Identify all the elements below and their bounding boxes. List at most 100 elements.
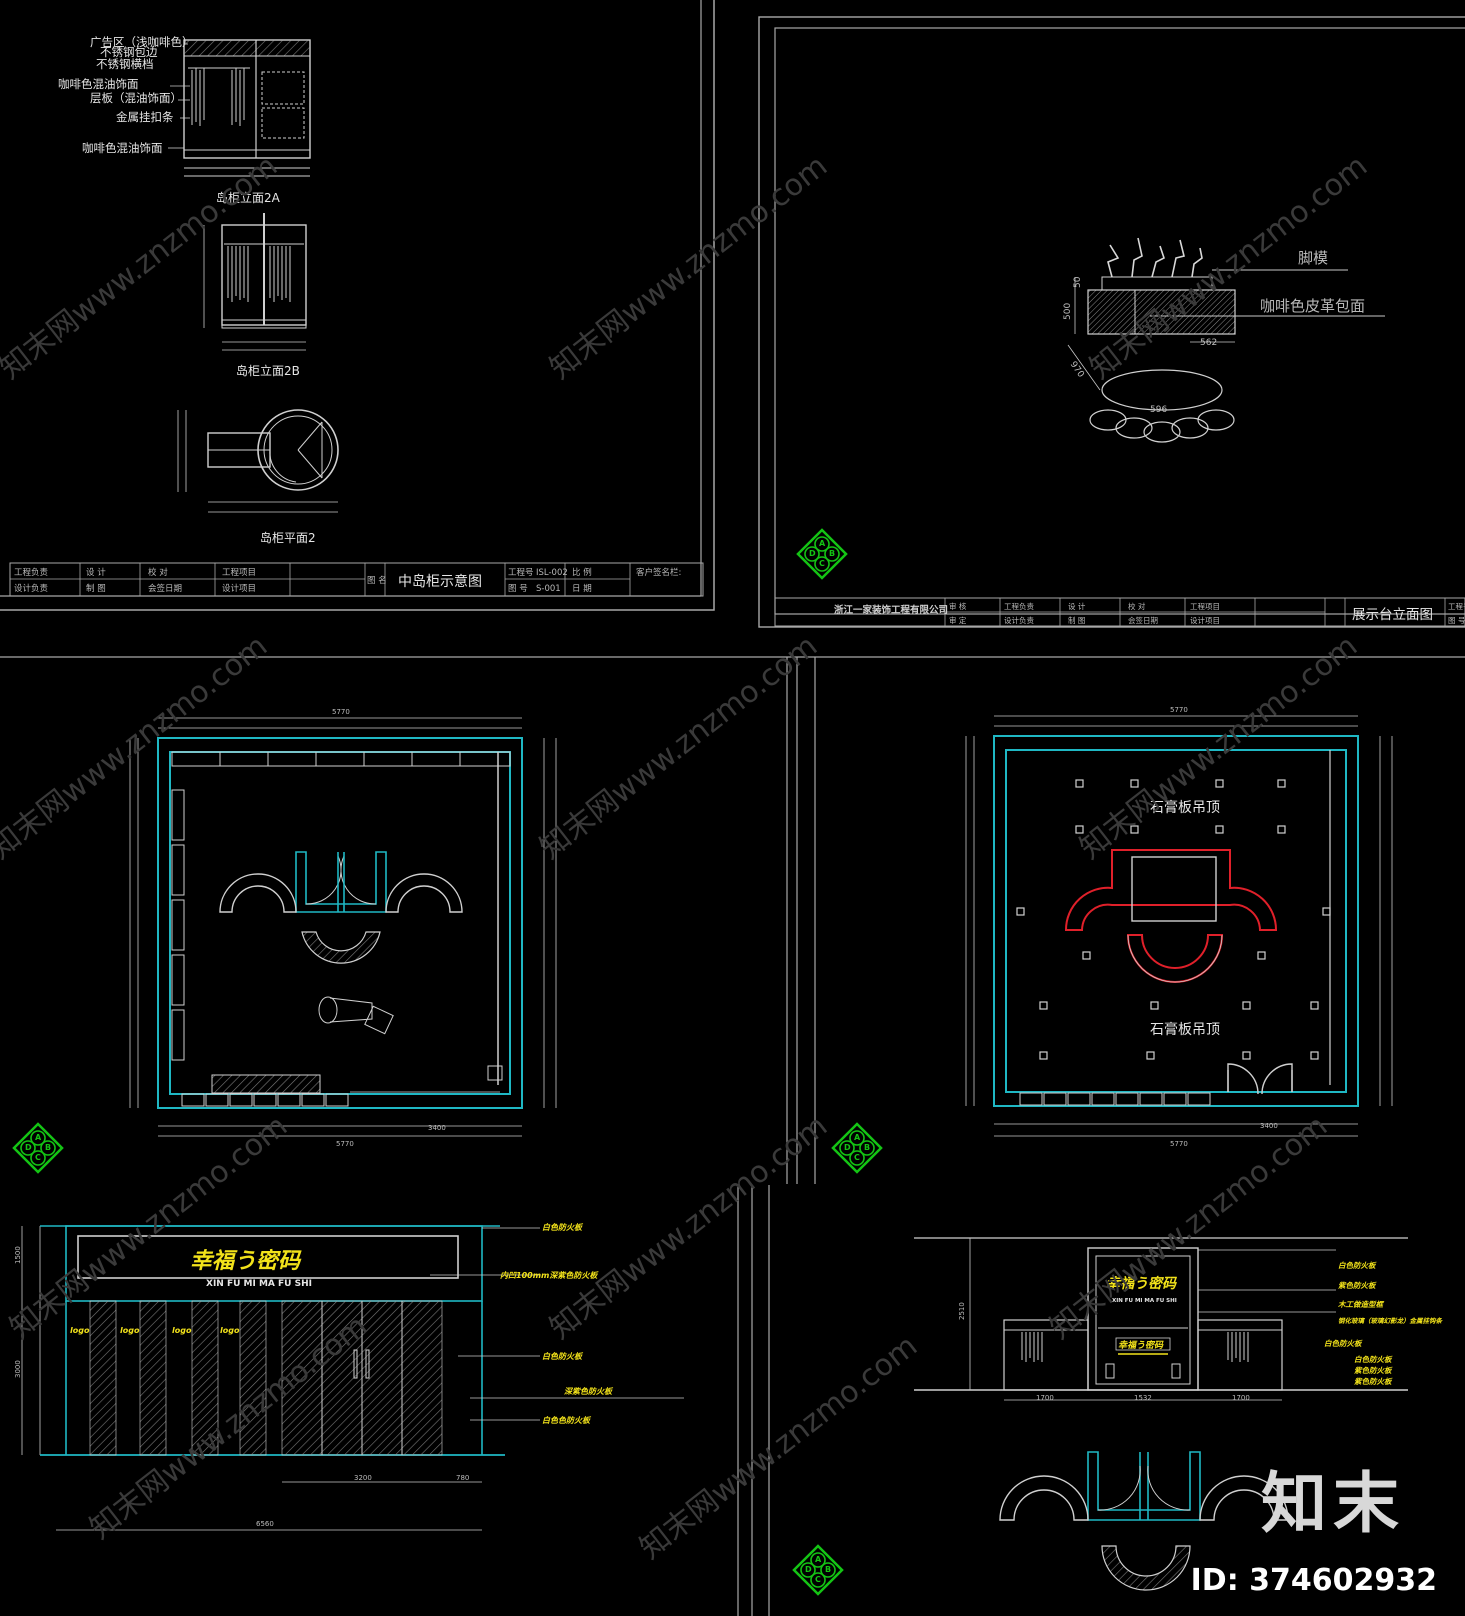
sign6-brand-cn: 幸福う密码	[1106, 1275, 1178, 1292]
tb2-cell-9: 设计项目	[1190, 615, 1220, 625]
badge-letter: D	[805, 1565, 812, 1574]
badge-letter: B	[45, 1143, 51, 1152]
badge-letter: C	[819, 559, 825, 568]
badge-letter: A	[819, 539, 826, 548]
tb1-cell-11: 比 例	[572, 567, 592, 578]
downlight-grid	[1016, 779, 1331, 1060]
ceiling-label-top: 石膏板吊顶	[1150, 799, 1220, 816]
badge-letter: A	[815, 1555, 822, 1564]
callout-5-4: 白色色防火板	[542, 1416, 592, 1425]
badge-letter: B	[825, 1565, 831, 1574]
watermark-11: 知末网www.znzmo.com	[633, 1328, 924, 1566]
tb1-cell-4: 设计负责	[14, 583, 49, 594]
callout-5-0: 白色防火板	[542, 1223, 584, 1232]
label-metal-hook: 金属挂扣条	[116, 110, 174, 124]
label-shelf: 层板（混油饰面）	[90, 91, 182, 105]
callout-5-3: 深紫色防火板	[564, 1387, 614, 1396]
door-swing	[1227, 1063, 1293, 1095]
sign6-brand-pinyin: XIN FU MI MA FU SHI	[1112, 1298, 1177, 1304]
caption-2a: 岛柜立面2A	[216, 190, 281, 205]
dim-5-780: 780	[456, 1474, 469, 1482]
sign-brand-pinyin: XIN FU MI MA FU SHI	[206, 1279, 312, 1289]
company-name: 浙江一家装饰工程有限公司	[834, 604, 948, 616]
logo-1: logo	[70, 1326, 90, 1335]
callout-6-7: 紫色防火板	[1354, 1377, 1393, 1386]
elevation-2a-labels: 广告区（浅咖啡色） 不锈钢包边 不锈钢横档 咖啡色混油饰面 层板（混油饰面） 金…	[58, 35, 194, 155]
label-foot: 脚模	[1298, 249, 1328, 267]
tb2-cell-10: 工程号	[1448, 602, 1465, 611]
dim-6-1532: 1532	[1134, 1394, 1152, 1402]
callout-6-6: 紫色防火板	[1354, 1366, 1393, 1375]
tb2-cell-3: 校 对	[1128, 601, 1146, 611]
badge-letter: C	[815, 1575, 821, 1584]
watermark-5: 知末网www.znzmo.com	[533, 628, 824, 866]
label-ad-area: 广告区（浅咖啡色）	[90, 35, 194, 49]
tb1-cell-0: 工程负责	[14, 567, 49, 578]
badge-letter: D	[809, 549, 816, 558]
badge-icon	[831, 1122, 883, 1174]
dim-6-1700a: 1700	[1036, 1394, 1054, 1402]
panel-front-elevation: 幸福う密码 XIN FU MI MA FU SHI 幸福う密码	[792, 1237, 1444, 1596]
watermark-4: 知末网www.znzmo.com	[0, 628, 274, 866]
badge-letter: C	[854, 1153, 860, 1162]
label-leather: 咖啡色皮革包面	[1260, 297, 1365, 315]
brand-logo-text: 知末	[1261, 1465, 1405, 1542]
watermark-1: 知末网www.znzmo.com	[0, 148, 284, 386]
dim-bottom-3400-4: 3400	[1260, 1122, 1278, 1130]
title-island-cabinet: 中岛柜示意图	[398, 573, 482, 590]
caption-plan: 岛柜平面2	[260, 530, 316, 545]
tb1-cell-6: 会签日期	[148, 583, 182, 594]
badge-icon	[792, 1544, 844, 1596]
panel-display-stand: 脚模 咖啡色皮革包面 50 500 562 970 596 浙江一家装饰工程有限…	[758, 16, 1465, 628]
watermark-6: 知末网www.znzmo.com	[1073, 628, 1364, 866]
dim-5-6560: 6560	[256, 1520, 274, 1528]
tb1-cell-7: 设计项目	[222, 583, 256, 594]
dim-596: 596	[1150, 405, 1167, 415]
tb2-cell-8: 会签日期	[1128, 615, 1158, 625]
panel-ceiling-plan: 石膏板吊顶 石膏板吊顶 5770 3400 5770	[831, 706, 1393, 1174]
badge-icon	[12, 1122, 64, 1174]
dim-50: 50	[1073, 276, 1083, 288]
dim-top-total-4: 5770	[1170, 706, 1188, 714]
watermark-3: 知末网www.znzmo.com	[1083, 148, 1374, 386]
tb1-cell-8: 图 名	[367, 575, 387, 586]
dim-bottom-3400: 3400	[428, 1124, 446, 1132]
caption-2b: 岛柜立面2B	[236, 363, 300, 378]
tb1-cell-5: 制 图	[86, 583, 106, 594]
label-coffee-finish-2: 咖啡色混油饰面	[82, 141, 163, 155]
callout-6-5: 白色防火板	[1354, 1355, 1393, 1364]
tb2-cell-11: 图 号	[1448, 616, 1465, 625]
elevation-2a	[183, 39, 311, 177]
tb1-cell-9: 工程号	[508, 568, 534, 578]
badge-letter: A	[35, 1133, 42, 1142]
dim-970: 970	[1068, 360, 1086, 380]
tb1-cell-1: 设 计	[86, 567, 106, 578]
logo-3: logo	[172, 1326, 192, 1335]
dim-5-3200: 3200	[354, 1474, 372, 1482]
callout-6-3: 钢化玻璃（玻璃幻影龙）金属挂钩条	[1338, 1317, 1444, 1325]
tb1-cell-15: S-001	[536, 584, 561, 594]
badge-icon	[796, 528, 848, 580]
dim-6-1700b: 1700	[1232, 1394, 1250, 1402]
tb2-cell-7: 制 图	[1068, 615, 1085, 625]
dim-562: 562	[1200, 338, 1217, 348]
tb1-cell-2: 校 对	[148, 567, 168, 578]
logo-2: logo	[120, 1326, 140, 1335]
dim-5-3000: 3000	[14, 1360, 22, 1378]
tb2-cell-0: 审 核	[949, 601, 967, 611]
brand-id-text: ID: 374602932	[1190, 1563, 1437, 1598]
badge-letter: A	[854, 1133, 861, 1142]
badge-letter: D	[844, 1143, 851, 1152]
watermark-2: 知末网www.znzmo.com	[543, 148, 834, 386]
label-ss-bar: 不锈钢横档	[96, 57, 154, 71]
tb1-cell-12: 日 期	[572, 584, 592, 594]
dim-bottom-total-4: 5770	[1170, 1140, 1188, 1148]
tb1-cell-13: 客户签名栏:	[636, 567, 681, 578]
title-display-stand: 展示台立面图	[1352, 607, 1433, 623]
tb2-cell-2: 设 计	[1068, 601, 1086, 611]
label-ss-edge: 不锈钢包边	[100, 45, 158, 59]
panel-island-cabinet: 广告区（浅咖啡色） 不锈钢包边 不锈钢横档 咖啡色混油饰面 层板（混油饰面） 金…	[0, 0, 715, 611]
elevation-2b	[203, 213, 307, 351]
dim-top-total: 5770	[332, 708, 350, 716]
